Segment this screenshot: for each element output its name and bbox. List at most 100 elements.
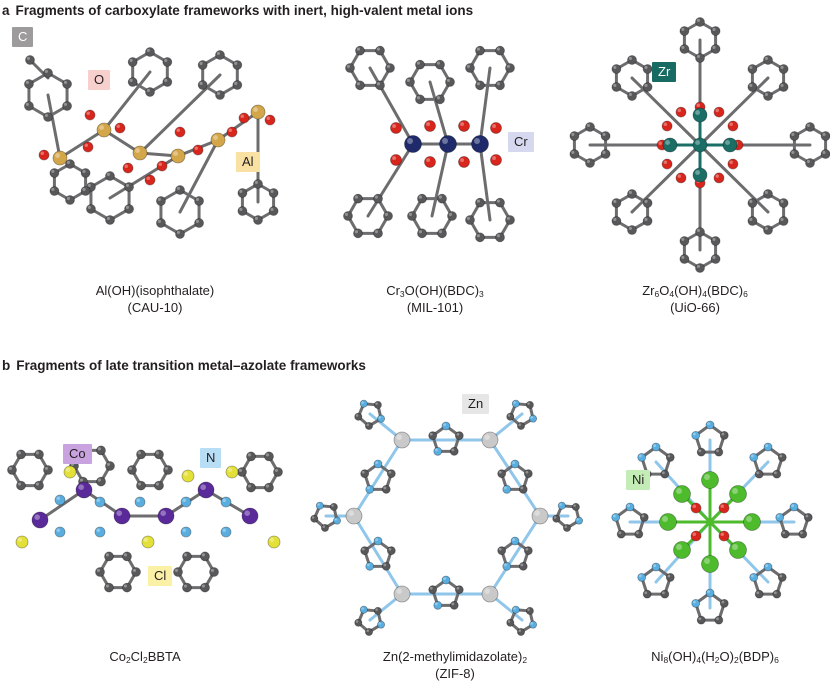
oxygen-atom — [727, 158, 739, 170]
caption-name: (ZIF-8) — [435, 666, 475, 681]
atom-highlight — [791, 504, 794, 507]
nickel-atom — [729, 485, 747, 503]
atom-highlight — [331, 504, 334, 507]
carbon-atom — [62, 79, 72, 89]
atom-highlight — [361, 607, 364, 610]
carbon-atom — [197, 80, 208, 90]
atom-highlight — [667, 454, 671, 458]
atom-highlight — [506, 216, 510, 220]
atom-highlight — [496, 82, 500, 86]
atom-highlight — [26, 56, 30, 60]
atom-highlight — [644, 591, 648, 595]
atom-highlight — [129, 58, 133, 62]
carbon-atom — [798, 529, 808, 539]
nitrogen-atom — [775, 512, 785, 522]
carbon-atom — [679, 26, 690, 36]
atom-highlight — [396, 434, 402, 440]
carbon-atom — [16, 480, 26, 491]
carbon-atom — [364, 421, 373, 430]
atom-highlight — [613, 217, 617, 221]
carbon-atom — [454, 585, 464, 595]
atom-highlight — [496, 47, 500, 51]
atom-highlight — [712, 255, 716, 259]
atom-highlight — [498, 547, 502, 551]
atom-highlight — [374, 230, 378, 234]
carbon-atom — [639, 512, 649, 522]
carbon-atom — [200, 582, 210, 593]
atom-highlight — [99, 125, 105, 130]
nitrogen-atom — [433, 446, 443, 456]
carbon-atom — [803, 512, 813, 522]
carbon-atom — [24, 101, 34, 111]
carbon-atom — [518, 484, 528, 494]
aluminium-atom — [170, 148, 186, 164]
oxygen-atom — [718, 530, 730, 542]
carbon-atom — [571, 502, 580, 511]
carbon-atom — [215, 50, 225, 60]
nitrogen-atom — [705, 588, 715, 598]
atom-highlight — [530, 416, 534, 419]
zirconium-atom — [722, 137, 738, 153]
carbon-atom — [320, 523, 329, 532]
label-nitrogen: N — [200, 448, 222, 468]
label-oxygen: O — [88, 70, 111, 90]
carbon-atom — [354, 412, 363, 421]
atom-highlight — [106, 462, 111, 466]
atom-highlight — [376, 47, 380, 51]
atom-highlight — [17, 537, 22, 542]
carbon-atom — [495, 45, 505, 56]
label-cobalt: Co — [63, 444, 92, 464]
atom-highlight — [780, 199, 784, 203]
carbon-atom — [381, 561, 391, 571]
carbon-atom — [417, 193, 427, 204]
cau-10-structure — [24, 47, 279, 239]
carbon-atom — [360, 546, 370, 556]
carbon-atom — [124, 204, 134, 214]
carbon-atom — [360, 469, 370, 479]
atom-highlight — [641, 514, 645, 518]
atom-highlight — [438, 195, 442, 199]
bond — [366, 142, 415, 218]
carbon-atom — [122, 551, 132, 562]
atom-highlight — [492, 156, 496, 160]
atom-highlight — [791, 150, 795, 154]
atom-highlight — [56, 528, 60, 532]
atom-highlight — [247, 484, 251, 488]
caption-co2cl2bbta: Co2Cl2BBTA — [60, 648, 230, 665]
bond — [698, 143, 770, 214]
atom-highlight — [164, 466, 168, 470]
atom-highlight — [749, 217, 753, 221]
carbon-atom — [437, 228, 447, 239]
carbon-atom — [237, 206, 248, 216]
panel-zif-8: Zn — [310, 384, 584, 640]
caption-cau-10: Al(OH)(isophthalate) (CAU-10) — [40, 282, 270, 316]
oxygen-atom — [727, 120, 739, 132]
carbon-atom — [329, 502, 338, 511]
carbon-atom — [778, 216, 789, 226]
caption-mil-101: Cr3O(OH)(BDC)3 (MIL-101) — [350, 282, 520, 316]
zirconium-atom — [692, 107, 708, 123]
atom-highlight — [216, 91, 220, 96]
atom-highlight — [356, 47, 360, 51]
atom-highlight — [354, 230, 358, 234]
atom-highlight — [408, 212, 412, 216]
zirconium-atom — [692, 137, 708, 153]
atom-highlight — [613, 65, 617, 69]
bond — [478, 66, 492, 146]
atom-highlight — [383, 486, 387, 490]
carbon-atom — [660, 589, 670, 599]
carbon-atom — [96, 445, 106, 456]
carbon-atom — [373, 606, 382, 615]
atom-highlight — [426, 122, 430, 126]
carbon-atom — [627, 189, 637, 199]
carbon-atom — [209, 567, 219, 577]
oxygen-atom — [84, 109, 96, 121]
atom-highlight — [756, 591, 760, 595]
atom-highlight — [764, 56, 768, 60]
atom-highlight — [376, 82, 380, 86]
chlorine-atom — [15, 535, 29, 549]
atom-highlight — [732, 544, 738, 550]
atom-highlight — [375, 538, 378, 541]
carbon-atom — [373, 228, 383, 239]
